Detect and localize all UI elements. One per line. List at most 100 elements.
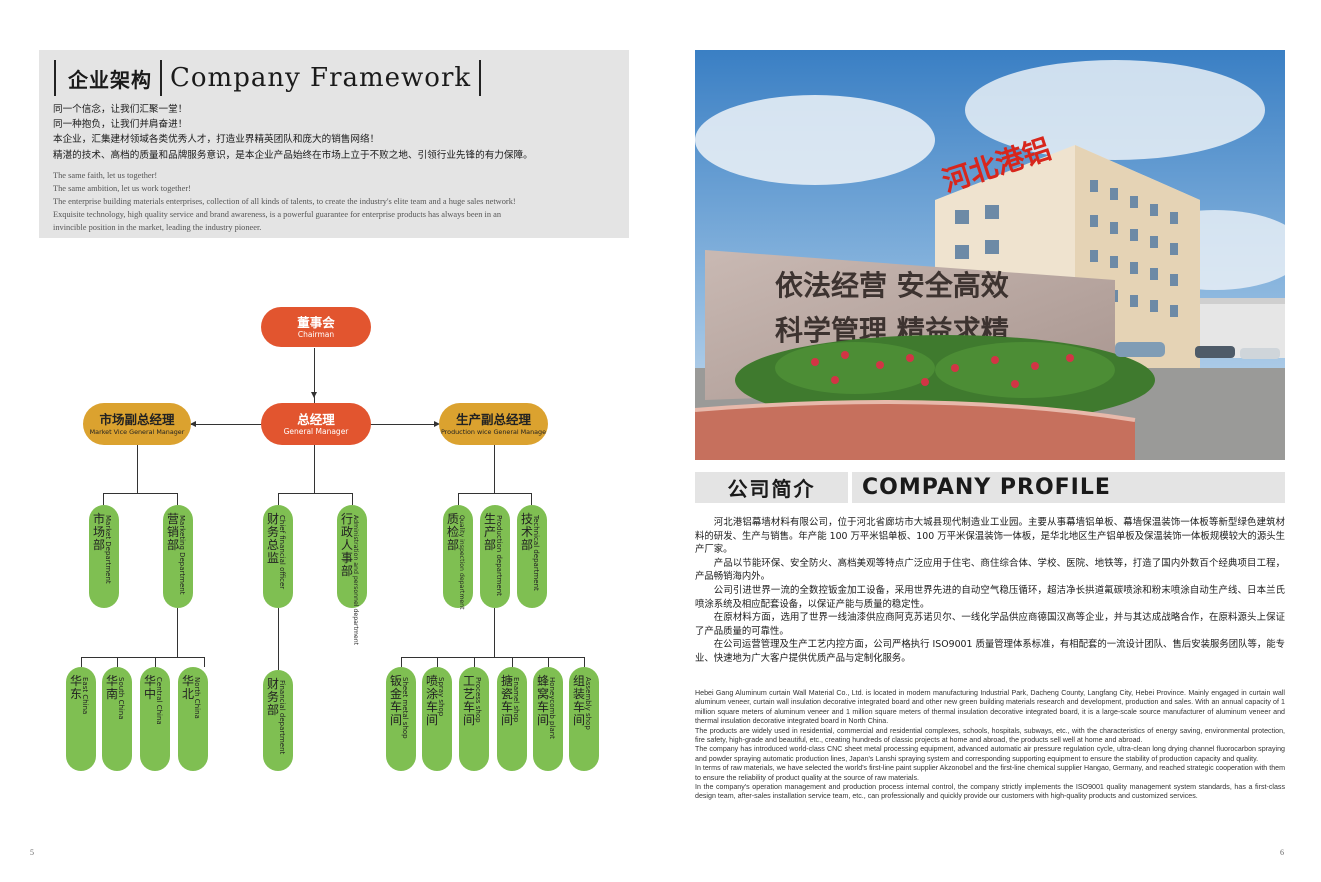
framework-title-en: Company Framework bbox=[170, 63, 472, 93]
dept-label-zh: 市场部 bbox=[93, 512, 106, 552]
page-number-label: 5 bbox=[30, 848, 34, 857]
dept-sheet-metal-shop: 钣金车间 Sheet metal shop bbox=[386, 667, 416, 771]
dept-label-zh: 生产部 bbox=[484, 512, 497, 552]
dept-label-en: Assembly shop bbox=[584, 677, 592, 730]
connector bbox=[155, 657, 156, 667]
connector bbox=[474, 657, 475, 667]
connector bbox=[352, 493, 353, 505]
org-chart: 董事会 Chairman 总经理 General Manager 市场副总经理 … bbox=[40, 300, 640, 780]
title-divider bbox=[479, 60, 482, 96]
profile-en-paragraph: Hebei Gang Aluminum curtain Wall Materia… bbox=[695, 689, 1285, 726]
dept-qc: 质检部 Quality inspection department bbox=[443, 505, 473, 610]
connector bbox=[103, 493, 178, 494]
profile-title-zh: 公司简介 bbox=[695, 472, 848, 503]
framework-en-text: The same faith, let us together! The sam… bbox=[53, 169, 623, 234]
node-production-vgm: 生产副总经理 Production wice General Manage bbox=[439, 403, 548, 445]
dept-finance: 财务部 Financial department bbox=[263, 670, 293, 771]
connector bbox=[548, 657, 549, 667]
company-building-photo: 河北港铝 依法经营 安全高效 科学管理 精益求精 bbox=[695, 50, 1285, 460]
connector bbox=[190, 424, 262, 425]
page-number-label: 6 bbox=[1280, 848, 1284, 857]
dept-label-zh: 华北 bbox=[182, 674, 195, 701]
stone-text-line1: 依法经营 安全高效 bbox=[775, 269, 1009, 302]
connector bbox=[314, 445, 315, 493]
page-number-right: 6 bbox=[1280, 848, 1284, 857]
connector bbox=[584, 657, 585, 667]
framework-intro-panel bbox=[39, 50, 629, 238]
connector bbox=[177, 493, 178, 505]
node-label-en: Chairman bbox=[297, 329, 335, 339]
dept-cfo: 财务总监 Chief financial officer bbox=[263, 505, 293, 608]
framework-cn-text: 同一个信念，让我们汇聚一堂！ 同一种抱负，让我们并肩奋进！ 本企业，汇集建材领域… bbox=[53, 102, 623, 163]
framework-cn-line: 同一种抱负，让我们并肩奋进！ bbox=[53, 119, 188, 131]
dept-label-zh: 喷涂车间 bbox=[426, 674, 439, 727]
node-label-zh: 生产副总经理 bbox=[455, 411, 531, 427]
framework-en-line: The same faith, let us together! bbox=[53, 171, 158, 180]
connector bbox=[512, 657, 513, 667]
dept-honeycomb-plant: 蜂窝车间 Honeycomb plant bbox=[533, 667, 563, 771]
page-number-left: 5 bbox=[30, 848, 34, 857]
dept-label-zh: 营销部 bbox=[167, 512, 180, 552]
dept-label-en: Chief financial officer bbox=[278, 515, 286, 590]
node-label-zh: 总经理 bbox=[297, 411, 335, 427]
framework-title-zh: 企业架构 bbox=[68, 67, 152, 92]
profile-cn-paragraph: 公司引进世界一流的全数控钣金加工设备，采用世界先进的自动空气稳压循环，超洁净长拱… bbox=[695, 584, 1285, 610]
connector bbox=[278, 493, 353, 494]
node-chairman: 董事会 Chairman bbox=[261, 307, 371, 347]
dept-label-en: Production department bbox=[495, 515, 503, 596]
connector bbox=[278, 608, 279, 670]
dept-label-zh: 工艺车间 bbox=[463, 674, 476, 727]
profile-cn-paragraph: 在原材料方面，选用了世界一线油漆供应商阿克苏诺贝尔、一线化学品供应商德国汉高等企… bbox=[695, 612, 1285, 637]
node-market-vgm: 市场副总经理 Market Vice General Manager bbox=[83, 403, 191, 445]
dept-label-zh: 财务部 bbox=[267, 677, 280, 717]
dept-south-china: 华南 South China bbox=[102, 667, 132, 771]
dept-label-en: East China bbox=[81, 677, 89, 715]
profile-cn-paragraph: 河北港铝幕墙材料有限公司，位于河北省廊坊市大城县现代制造业工业园。主要从事幕墙铝… bbox=[695, 517, 1285, 556]
framework-title: 企业架构 Company Framework bbox=[54, 60, 482, 96]
profile-cn-paragraph: 产品以节能环保、安全防火、高档美观等特点广泛应用于住宅、商住综合体、学校、医院、… bbox=[695, 557, 1285, 583]
arrow-right bbox=[434, 421, 440, 427]
dept-label-en: North China bbox=[193, 677, 201, 719]
dept-label-zh: 蜂窝车间 bbox=[537, 674, 550, 727]
dept-label-zh: 华中 bbox=[144, 674, 157, 701]
dept-process-shop: 工艺车间 Process shop bbox=[459, 667, 489, 771]
connector bbox=[531, 493, 532, 505]
dept-label-en: Market Department bbox=[104, 515, 112, 584]
node-label-en: General Manager bbox=[283, 426, 349, 436]
dept-admin: 行政人事部 Administration and personnel depar… bbox=[337, 505, 367, 645]
dept-label-zh: 组装车间 bbox=[573, 674, 586, 727]
connector bbox=[494, 445, 495, 493]
connector bbox=[204, 657, 205, 667]
dept-label-zh: 钣金车间 bbox=[390, 674, 403, 727]
connector bbox=[117, 657, 118, 667]
connector bbox=[401, 657, 585, 658]
profile-en-paragraph: In terms of raw materials, we have selec… bbox=[695, 764, 1285, 782]
dept-label-zh: 质检部 bbox=[447, 512, 460, 552]
arrow-left bbox=[190, 421, 196, 427]
connector bbox=[278, 493, 279, 505]
dept-label-zh: 行政人事部 bbox=[341, 512, 354, 578]
dept-tech: 技术部 Technical department bbox=[517, 505, 547, 608]
profile-en-paragraph: The company has introduced world-class C… bbox=[695, 745, 1285, 763]
dept-central-china: 华中 Central China bbox=[140, 667, 170, 771]
dept-label-en: Honeycomb plant bbox=[548, 677, 556, 739]
profile-en-paragraph: In the company's operation management an… bbox=[695, 783, 1285, 801]
profile-en-paragraph: The products are widely used in resident… bbox=[695, 726, 1285, 745]
framework-en-line: invincible position in the market, leadi… bbox=[53, 223, 262, 232]
dept-label-en: South China bbox=[117, 677, 125, 720]
dept-label-zh: 财务总监 bbox=[267, 512, 280, 565]
dept-assembly-shop: 组装车间 Assembly shop bbox=[569, 667, 599, 771]
dept-label-en: Sheet metal shop bbox=[401, 677, 409, 739]
dept-label-zh: 华南 bbox=[106, 674, 119, 701]
framework-cn-line: 精湛的技术、高档的质量和品牌服务意识，是本企业产品始终在市场上立于不败之地、引领… bbox=[53, 149, 533, 161]
connector bbox=[494, 608, 495, 658]
dept-enamel-shop: 搪瓷车间 Enamel shop bbox=[497, 667, 527, 771]
connector bbox=[314, 348, 315, 403]
dept-label-en: Technical department bbox=[532, 515, 540, 591]
dept-production: 生产部 Production department bbox=[480, 505, 510, 608]
dept-marketing: 营销部 Marketing Department bbox=[163, 505, 193, 608]
profile-title-en: COMPANY PROFILE bbox=[852, 472, 1285, 503]
connector bbox=[177, 608, 178, 658]
connector bbox=[137, 445, 138, 493]
node-general-manager: 总经理 General Manager bbox=[261, 403, 371, 445]
